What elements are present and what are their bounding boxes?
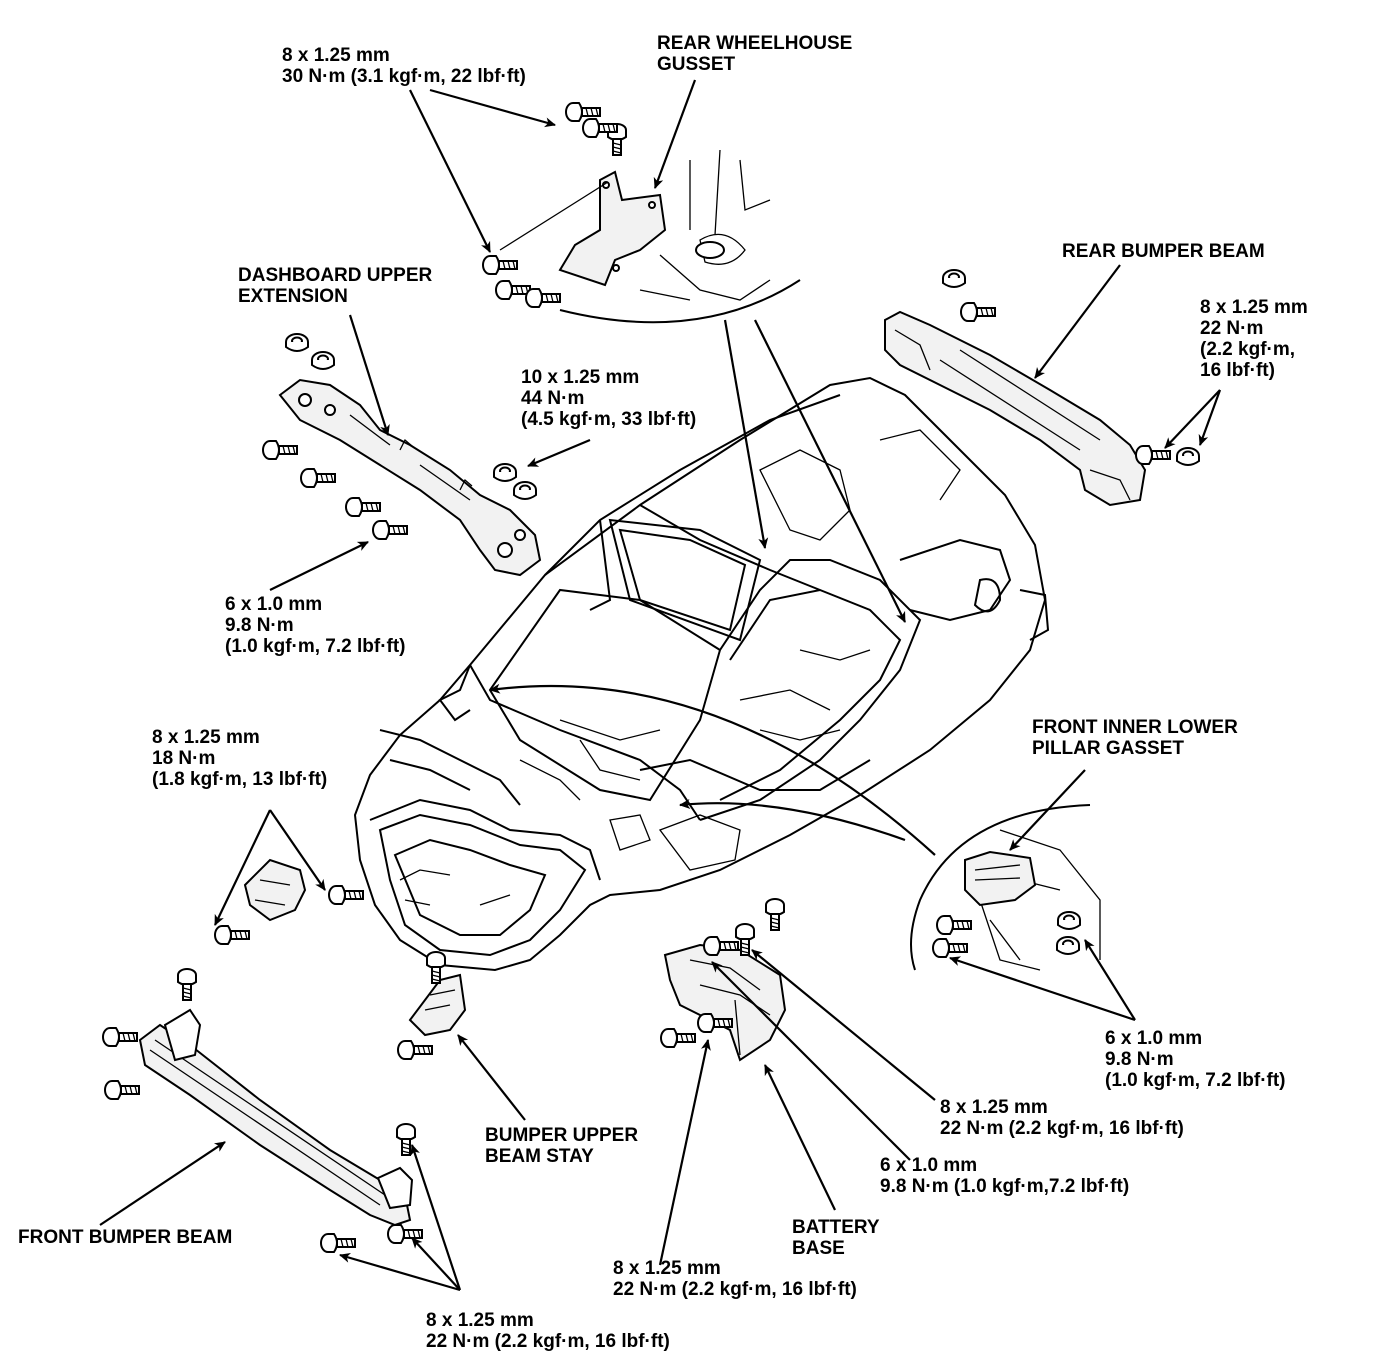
bolt-icon xyxy=(495,280,531,300)
label-torque-dash-10: 10 x 1.25 mm 44 N·m (4.5 kgf·m, 33 lbf·f… xyxy=(521,367,697,430)
label-torque-front-bumper: 8 x 1.25 mm 22 N·m (2.2 kgf·m, 16 lbf·ft… xyxy=(426,1310,670,1352)
bolt-icon xyxy=(482,255,518,275)
label-rear-bumper-beam: REAR BUMPER BEAM xyxy=(1062,241,1265,262)
label-bumper-upper-beam-stay: BUMPER UPPER BEAM STAY xyxy=(485,1125,639,1167)
bolt-icon xyxy=(345,497,381,517)
bolt-icon xyxy=(372,520,408,540)
arrow-icon xyxy=(410,1144,462,1291)
bolt-icon xyxy=(396,1123,416,1156)
nut-icon xyxy=(311,351,335,370)
bolt-icon xyxy=(932,938,968,958)
nut-icon xyxy=(513,481,537,500)
arrow-icon xyxy=(429,88,556,128)
nut-icon xyxy=(942,269,966,288)
arrow-icon xyxy=(269,809,326,891)
nut-icon xyxy=(285,333,309,352)
bolt-icon xyxy=(525,288,561,308)
arrow-icon xyxy=(949,956,1136,1022)
leader-arrows xyxy=(99,79,1222,1292)
bolt-icon xyxy=(262,440,298,460)
bolt-icon xyxy=(104,1080,140,1100)
front-bumper-beam-part xyxy=(102,968,423,1253)
rear-bumper-beam-part xyxy=(884,269,1200,507)
arrow-icon xyxy=(1034,264,1121,379)
arrow-icon xyxy=(711,961,911,1161)
label-torque-battery-8-upper: 8 x 1.25 mm 22 N·m (2.2 kgf·m, 16 lbf·ft… xyxy=(940,1097,1184,1139)
bolt-icon xyxy=(387,1224,423,1244)
bolt-icon xyxy=(177,968,197,1001)
label-torque-dash-6: 6 x 1.0 mm 9.8 N·m (1.0 kgf·m, 7.2 lbf·f… xyxy=(225,594,406,657)
arrow-icon xyxy=(409,89,491,253)
bolt-icon xyxy=(1135,445,1171,465)
arrow-icon xyxy=(754,319,906,623)
arrow-icon xyxy=(489,683,936,856)
bolt-icon xyxy=(765,898,785,931)
arrow-icon xyxy=(1198,389,1222,446)
arrow-icon xyxy=(1009,769,1086,851)
bolt-icon xyxy=(300,468,336,488)
arrow-icon xyxy=(658,1039,711,1266)
arrow-icon xyxy=(457,1034,526,1121)
label-rear-wheelhouse-gusset: REAR WHEELHOUSE GUSSET xyxy=(657,33,853,75)
bumper-upper-beam-stay-part xyxy=(397,951,467,1060)
label-torque-gusset: 8 x 1.25 mm 30 N·m (3.1 kgf·m, 22 lbf·ft… xyxy=(282,45,526,87)
label-torque-front-bracket: 8 x 1.25 mm 18 N·m (1.8 kgf·m, 13 lbf·ft… xyxy=(152,727,328,790)
arrow-icon xyxy=(339,1253,461,1292)
nut-icon xyxy=(1056,936,1080,955)
bolt-icon xyxy=(328,885,364,905)
bolt-icon xyxy=(426,951,446,984)
label-torque-battery-6: 6 x 1.0 mm 9.8 N·m (1.0 kgf·m,7.2 lbf·ft… xyxy=(880,1155,1130,1197)
arrow-icon xyxy=(1164,389,1221,449)
label-front-inner-lower-pillar-gasset: FRONT INNER LOWER PILLAR GASSET xyxy=(1032,717,1238,759)
vehicle-body-frame xyxy=(353,376,1050,972)
bolt-icon xyxy=(397,1040,433,1060)
nut-icon xyxy=(1057,911,1081,930)
label-torque-pillar: 6 x 1.0 mm 9.8 N·m (1.0 kgf·m, 7.2 lbf·f… xyxy=(1105,1028,1286,1091)
battery-base-part xyxy=(660,898,787,1062)
bolt-icon xyxy=(960,302,996,322)
bolt-icon xyxy=(660,1028,696,1048)
arrow-icon xyxy=(679,799,906,842)
bolt-icon xyxy=(214,925,250,945)
arrow-icon xyxy=(99,1141,226,1226)
rear-wheelhouse-inset xyxy=(558,123,801,324)
nut-icon xyxy=(493,463,517,482)
bolt-icon xyxy=(102,1027,138,1047)
arrow-icon xyxy=(751,949,936,1101)
rear-wheelhouse-gusset-part xyxy=(558,170,667,287)
arrow-icon xyxy=(214,809,271,926)
arrow-icon xyxy=(527,438,591,468)
label-battery-base: BATTERY BASE xyxy=(792,1217,880,1259)
label-front-bumper-beam: FRONT BUMPER BEAM xyxy=(18,1227,233,1248)
label-torque-battery-8-lower: 8 x 1.25 mm 22 N·m (2.2 kgf·m, 16 lbf·ft… xyxy=(613,1258,857,1300)
arrow-icon xyxy=(1084,939,1136,1021)
arrow-icon xyxy=(764,1064,836,1211)
arrow-icon xyxy=(411,1237,461,1291)
nut-icon xyxy=(1176,447,1200,466)
dashboard-upper-extension-part xyxy=(262,333,542,577)
label-torque-rear-bumper: 8 x 1.25 mm 22 N·m (2.2 kgf·m, 16 lbf·ft… xyxy=(1200,297,1308,381)
arrow-icon xyxy=(723,319,769,549)
bolt-icon xyxy=(936,915,972,935)
front-bracket-part xyxy=(214,858,364,945)
arrow-icon xyxy=(269,541,369,591)
arrow-icon xyxy=(348,314,390,436)
front-inner-lower-pillar-inset xyxy=(910,804,1101,971)
arrow-icon xyxy=(653,79,697,189)
bolt-icon xyxy=(320,1233,356,1253)
label-dashboard-upper-extension: DASHBOARD UPPER EXTENSION xyxy=(238,265,433,307)
